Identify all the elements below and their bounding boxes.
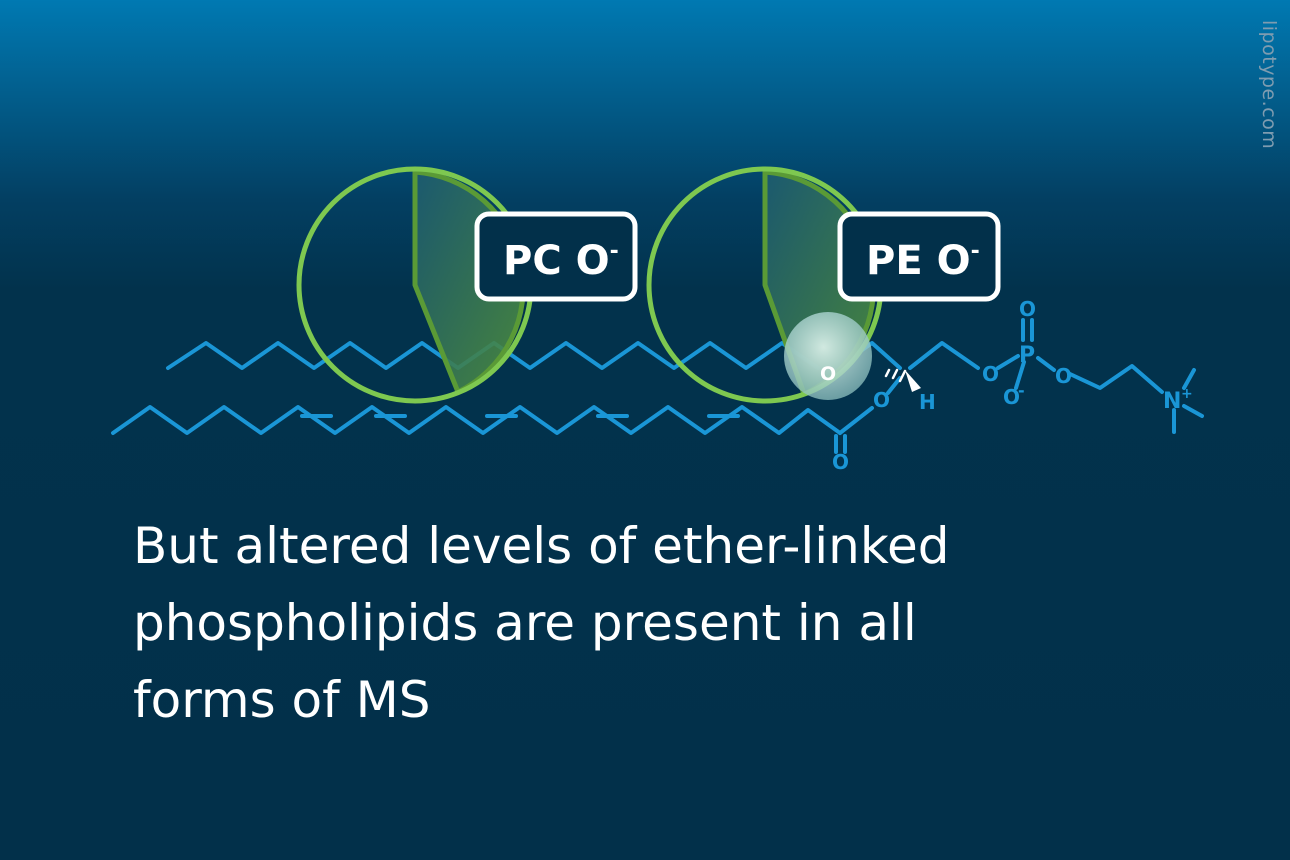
hydrogen-label: H xyxy=(919,390,936,414)
o-to-p-bond xyxy=(996,354,1020,370)
ester-bond xyxy=(838,406,874,435)
caption-line-3: forms of MS xyxy=(133,671,431,729)
phosphate-o-bottom-charge: - xyxy=(1018,381,1025,400)
p-to-o-right xyxy=(1036,356,1056,372)
ester-to-glycerol xyxy=(886,376,902,395)
ether-oxygen-label: O xyxy=(820,363,836,385)
phosphate-o-bottom-label: O xyxy=(1003,385,1020,409)
pc-label-charge: - xyxy=(610,239,619,264)
carbonyl-oxygen-label: O xyxy=(832,450,849,474)
acyl-chain xyxy=(111,405,842,435)
ether-oxygen-highlight xyxy=(784,312,872,400)
caption-text: But altered levels of ether-linked phosp… xyxy=(133,508,1133,739)
phosphorus-label: P xyxy=(1019,343,1035,368)
svg-text:PC O-: PC O- xyxy=(503,238,619,284)
nitrogen-label: N xyxy=(1163,389,1181,414)
svg-text:PE O-: PE O- xyxy=(866,238,980,284)
lipotype-watermark: lipotype.com xyxy=(1258,20,1280,150)
phosphate-o-right-label: O xyxy=(1055,364,1072,388)
n-methyl-1 xyxy=(1182,368,1196,390)
pe-o-label: PE O- xyxy=(837,211,1001,302)
nitrogen-charge: + xyxy=(1181,386,1193,402)
ester-oxygen-label: O xyxy=(873,388,890,412)
stereo-hash-bond xyxy=(884,368,907,383)
stereo-wedge-bond xyxy=(905,370,921,392)
molecule-structure xyxy=(111,318,1204,454)
pe-label-charge: - xyxy=(971,239,980,264)
pe-label-text: PE O xyxy=(866,238,971,284)
choline-chain xyxy=(1068,364,1164,394)
phosphate-o-left-label: O xyxy=(982,362,999,386)
glycerol-to-phosphate xyxy=(908,341,980,370)
caption-line-1: But altered levels of ether-linked xyxy=(133,517,950,575)
phosphate-o-top-label: O xyxy=(1019,297,1036,321)
n-methyl-2 xyxy=(1182,404,1204,418)
pc-o-label: PC O- xyxy=(474,211,638,302)
pc-label-text: PC O xyxy=(503,238,610,284)
p-to-o-bottom xyxy=(1014,360,1026,390)
caption-line-2: phospholipids are present in all xyxy=(133,594,917,652)
